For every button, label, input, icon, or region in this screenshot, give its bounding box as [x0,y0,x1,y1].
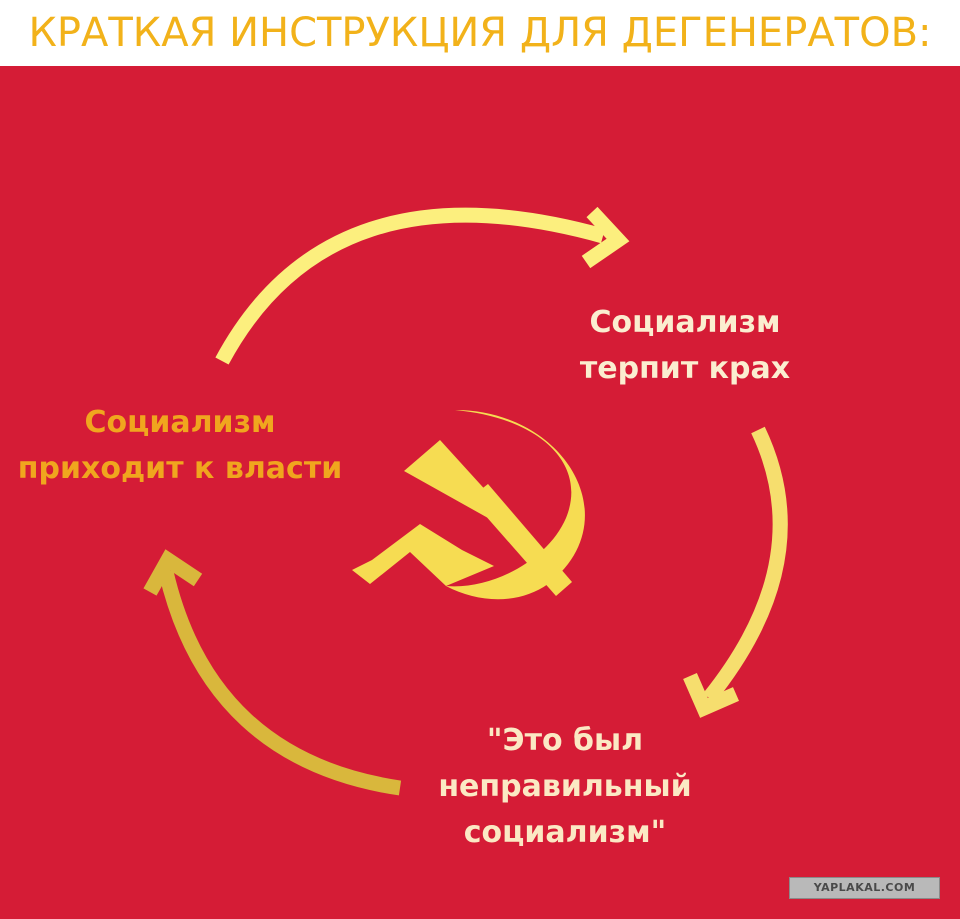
arrow-top [215,206,630,365]
cycle-step-left: Социализм приходит к власти [10,400,350,492]
cycle-step-line: приходит к власти [17,451,343,486]
poster-title: КРАТКАЯ ИНСТРУКЦИЯ ДЛЯ ДЕГЕНЕРАТОВ: [28,10,932,56]
cycle-step-bottom: "Это был неправильный социализм" [415,718,715,856]
watermark-badge: YAPLAKAL.COM [789,877,940,899]
cycle-step-line: неправильный [438,769,692,804]
cycle-step-line: Социализм [84,405,276,440]
arrow-bottom [143,549,402,796]
title-bar: КРАТКАЯ ИНСТРУКЦИЯ ДЛЯ ДЕГЕНЕРАТОВ: [0,0,960,66]
cycle-step-line: Социализм [589,305,781,340]
cycle-step-line: социализм" [463,815,667,850]
cycle-step-line: "Это был [486,723,644,758]
cycle-step-line: терпит крах [579,351,791,386]
hammer-and-sickle-icon [352,410,585,600]
cycle-step-right: Социализм терпит крах [560,300,810,392]
arrow-right [683,426,788,718]
